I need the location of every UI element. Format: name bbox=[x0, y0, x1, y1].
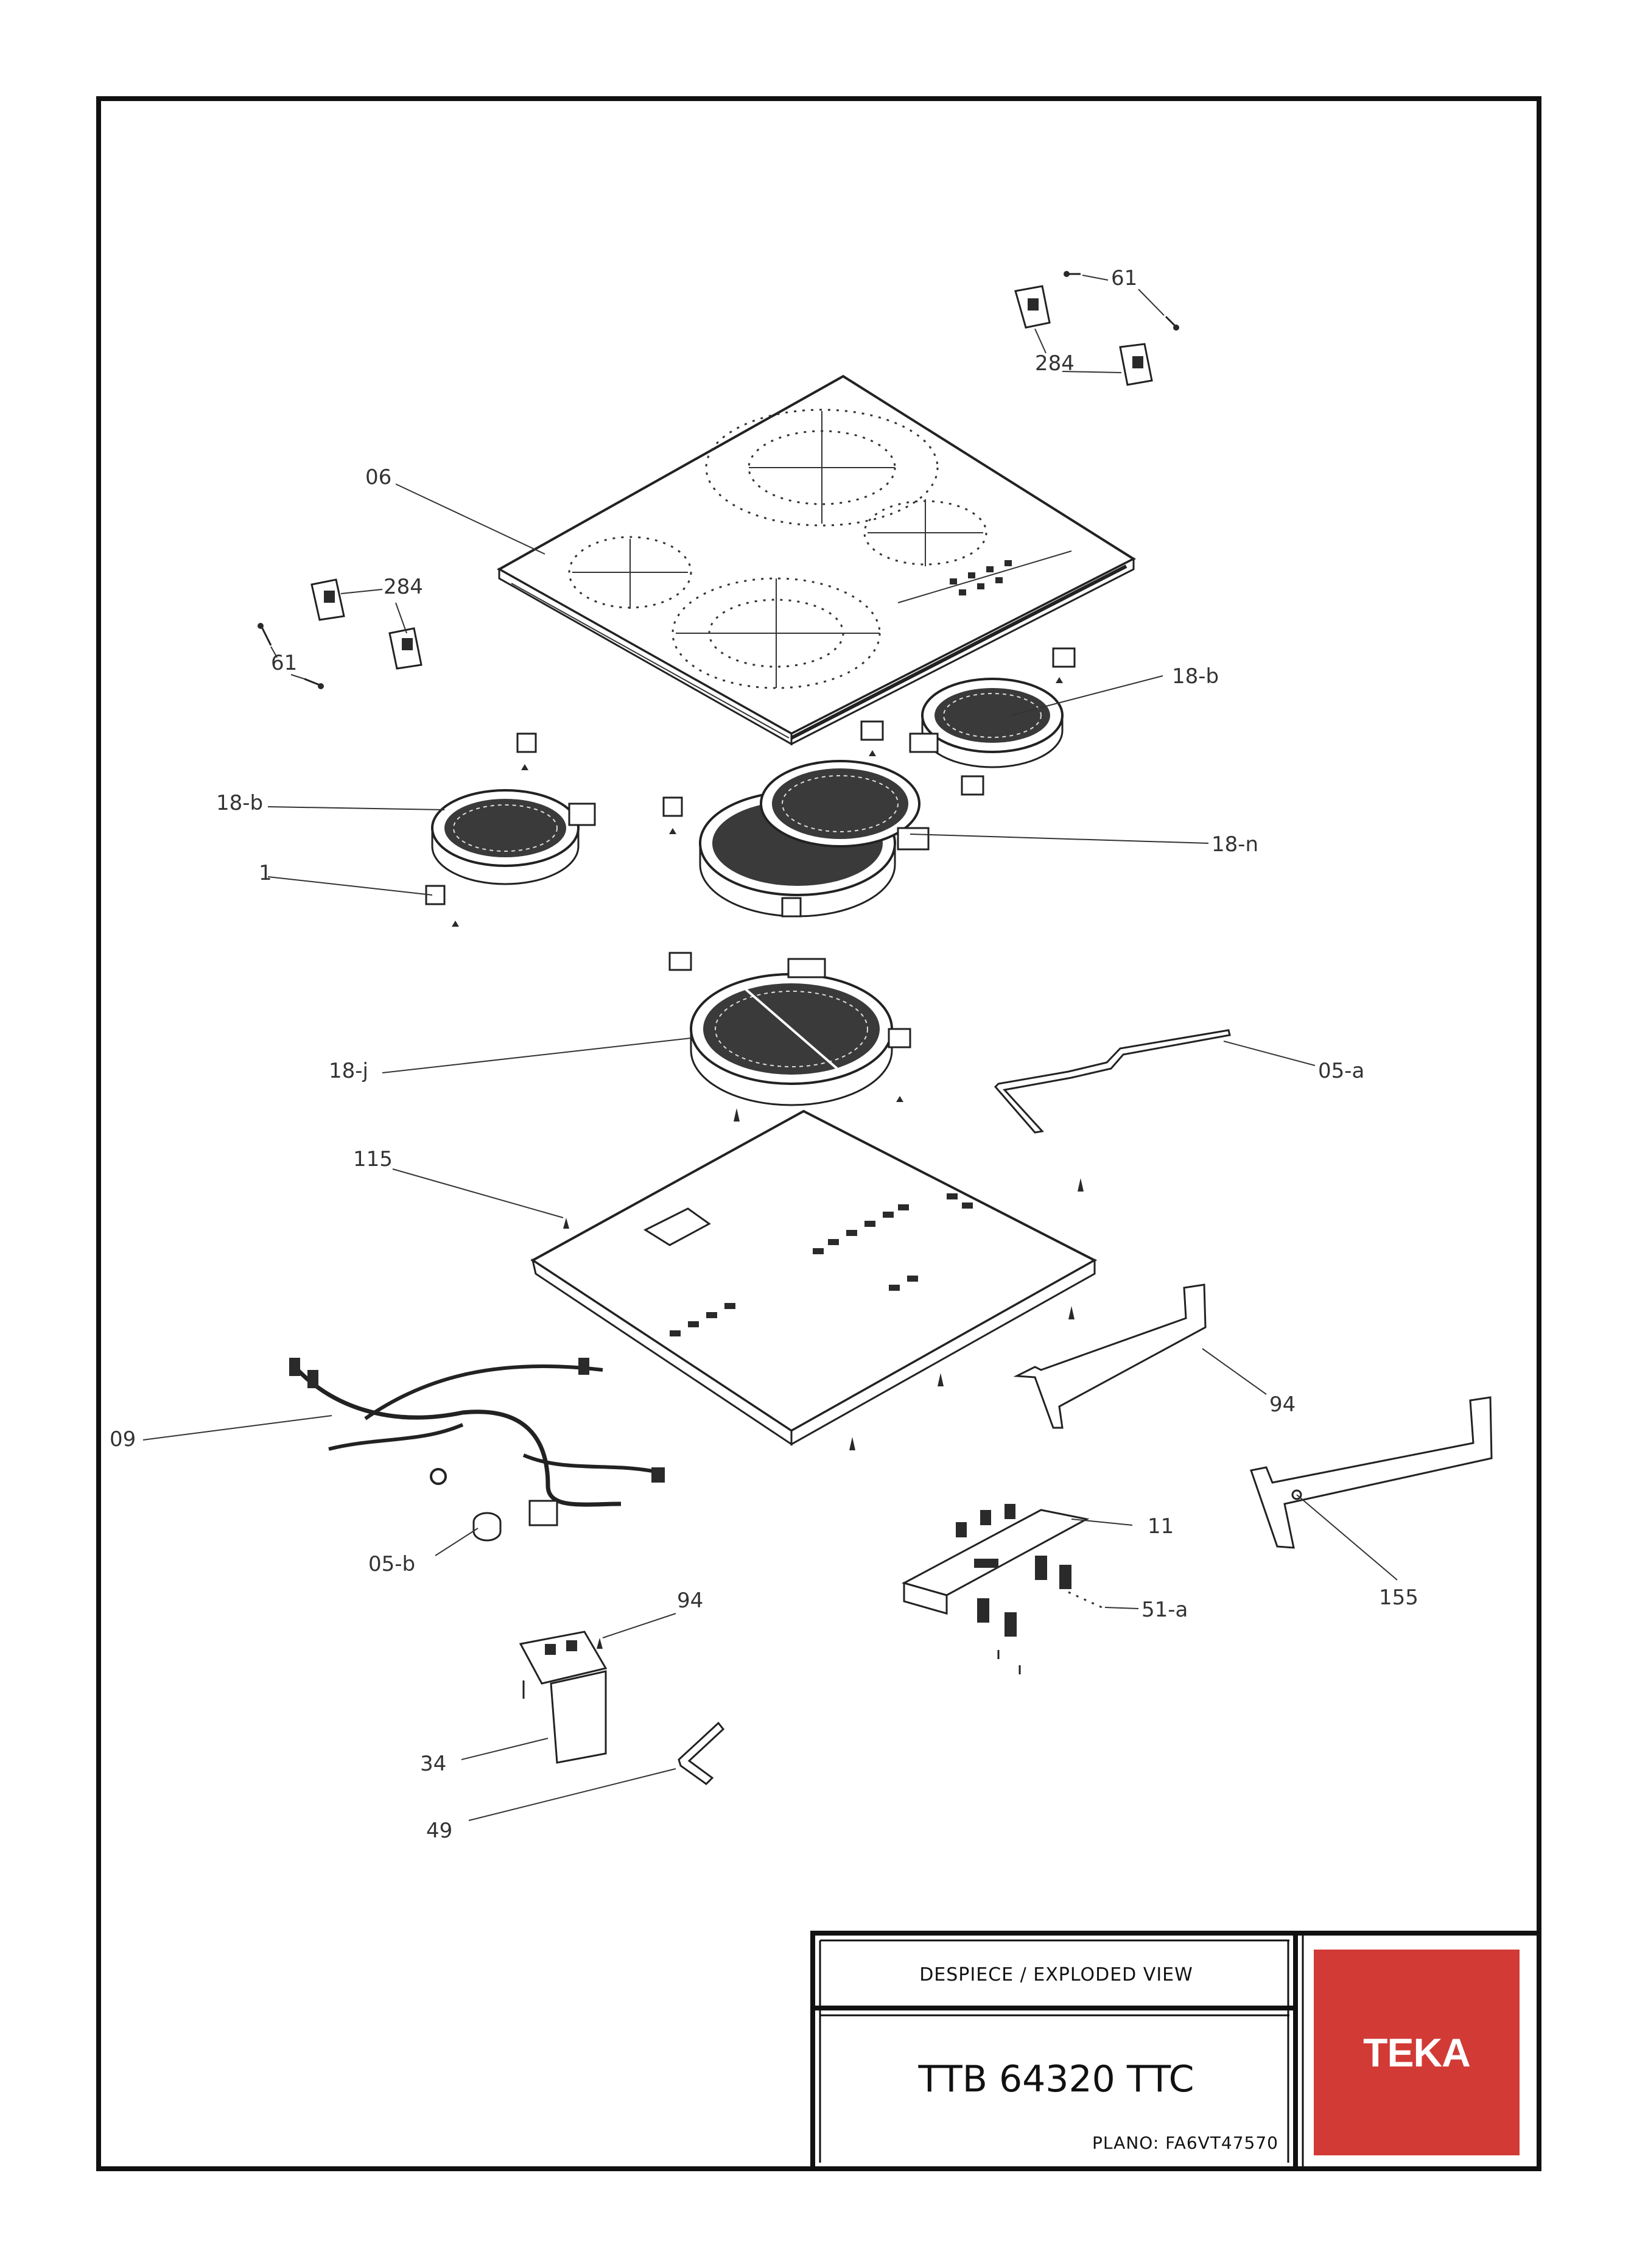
part-labels: 61 284 06 284 61 18-b 18-b 18-n 1 18-j 0… bbox=[110, 266, 1418, 1843]
label-155: 155 bbox=[1379, 1585, 1418, 1610]
reinforcement-bar-155 bbox=[1250, 1396, 1493, 1549]
label-18n: 18-n bbox=[1211, 832, 1258, 857]
heating-element-18j bbox=[690, 958, 893, 1106]
teka-logo-text: TEKA bbox=[1363, 2030, 1471, 2075]
element-clips bbox=[425, 647, 1076, 1102]
label-11: 11 bbox=[1148, 1514, 1174, 1539]
label-61-top: 61 bbox=[1111, 266, 1137, 290]
label-1: 1 bbox=[259, 861, 272, 885]
terminal-block bbox=[519, 1631, 608, 1764]
fixing-bracket-left bbox=[258, 578, 423, 689]
label-49: 49 bbox=[426, 1819, 452, 1843]
label-18b-right: 18-b bbox=[1172, 664, 1219, 689]
bracket-49 bbox=[678, 1721, 725, 1785]
label-05a: 05-a bbox=[1318, 1059, 1364, 1083]
label-05b: 05-b bbox=[368, 1552, 415, 1576]
tray-screws bbox=[563, 1108, 1084, 1450]
fixing-bracket-top bbox=[1014, 271, 1179, 386]
label-115: 115 bbox=[353, 1147, 393, 1171]
label-34: 34 bbox=[420, 1752, 446, 1776]
heating-element-18n bbox=[699, 760, 930, 918]
label-94-bottom: 94 bbox=[677, 1589, 703, 1613]
wiring-harness bbox=[289, 1358, 665, 1526]
label-61-left: 61 bbox=[271, 651, 297, 675]
heating-element-18b-left bbox=[431, 789, 596, 885]
label-09: 09 bbox=[110, 1427, 136, 1452]
label-94-right: 94 bbox=[1269, 1392, 1296, 1417]
label-284-left: 284 bbox=[384, 575, 423, 599]
label-06: 06 bbox=[365, 465, 391, 490]
support-rod-05a bbox=[994, 1029, 1231, 1134]
heating-element-18b-right bbox=[909, 678, 1064, 768]
label-18b-left: 18-b bbox=[216, 791, 263, 815]
label-51a: 51-a bbox=[1141, 1598, 1188, 1622]
cable-gland-05b bbox=[472, 1512, 502, 1542]
label-284-top: 284 bbox=[1035, 351, 1075, 376]
leader-lines bbox=[142, 483, 1398, 1821]
glass-hob-top bbox=[496, 374, 1137, 746]
label-18j: 18-j bbox=[329, 1059, 368, 1083]
base-tray bbox=[530, 1109, 1098, 1446]
control-board bbox=[902, 1504, 1103, 1674]
model-name: TTB 64320 TTC bbox=[918, 2058, 1194, 2101]
reinforcement-bar-94 bbox=[1013, 1283, 1207, 1429]
drawing-caption: DESPIECE / EXPLODED VIEW bbox=[919, 1964, 1193, 1985]
plan-number: PLANO: FA6VT47570 bbox=[1092, 2133, 1278, 2153]
teka-logo: TEKA bbox=[1314, 1950, 1520, 2155]
